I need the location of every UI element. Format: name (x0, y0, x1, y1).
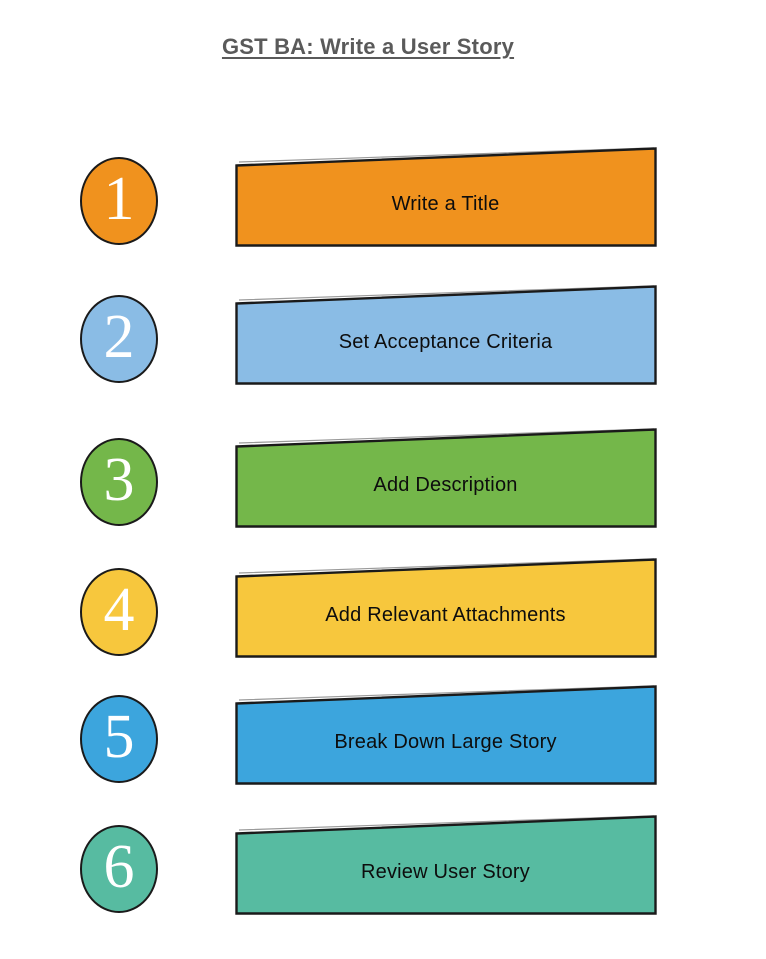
step-number-badge: 1 (80, 157, 158, 245)
step-banner-shape (235, 285, 657, 385)
step-row: 1 Write a Title (0, 147, 766, 247)
step-row: 2 Set Acceptance Criteria (0, 285, 766, 385)
step-number: 5 (103, 703, 135, 771)
banner-polygon (235, 147, 657, 247)
step-row: 3 Add Description (0, 428, 766, 528)
banner-top-accent-line (238, 815, 655, 831)
step-number-badge: 6 (80, 825, 158, 913)
step-number: 1 (103, 165, 135, 233)
step-number-badge: 3 (80, 438, 158, 526)
banner-polygon (235, 558, 657, 658)
step-row: 6 Review User Story (0, 815, 766, 915)
banner-polygon (235, 285, 657, 385)
banner-polygon (235, 428, 657, 528)
page-title: GST BA: Write a User Story (221, 34, 515, 59)
step-number: 6 (103, 833, 135, 901)
step-row: 4 Add Relevant Attachments (0, 558, 766, 658)
banner-top-accent-line (238, 428, 655, 444)
step-banner-shape (235, 558, 657, 658)
step-number: 4 (103, 576, 135, 644)
banner-top-accent-line (238, 685, 655, 701)
banner-polygon (235, 685, 657, 785)
step-banner-shape (235, 685, 657, 785)
step-row: 5 Break Down Large Story (0, 685, 766, 785)
step-banner-shape (235, 815, 657, 915)
step-banner-shape (235, 428, 657, 528)
banner-top-accent-line (238, 558, 655, 574)
step-number: 3 (103, 446, 135, 514)
step-number-badge: 4 (80, 568, 158, 656)
banner-top-accent-line (238, 147, 655, 163)
step-number: 2 (103, 303, 135, 371)
step-number-badge: 5 (80, 695, 158, 783)
banner-top-accent-line (238, 285, 655, 301)
banner-polygon (235, 815, 657, 915)
step-number-badge: 2 (80, 295, 158, 383)
step-banner-shape (235, 147, 657, 247)
